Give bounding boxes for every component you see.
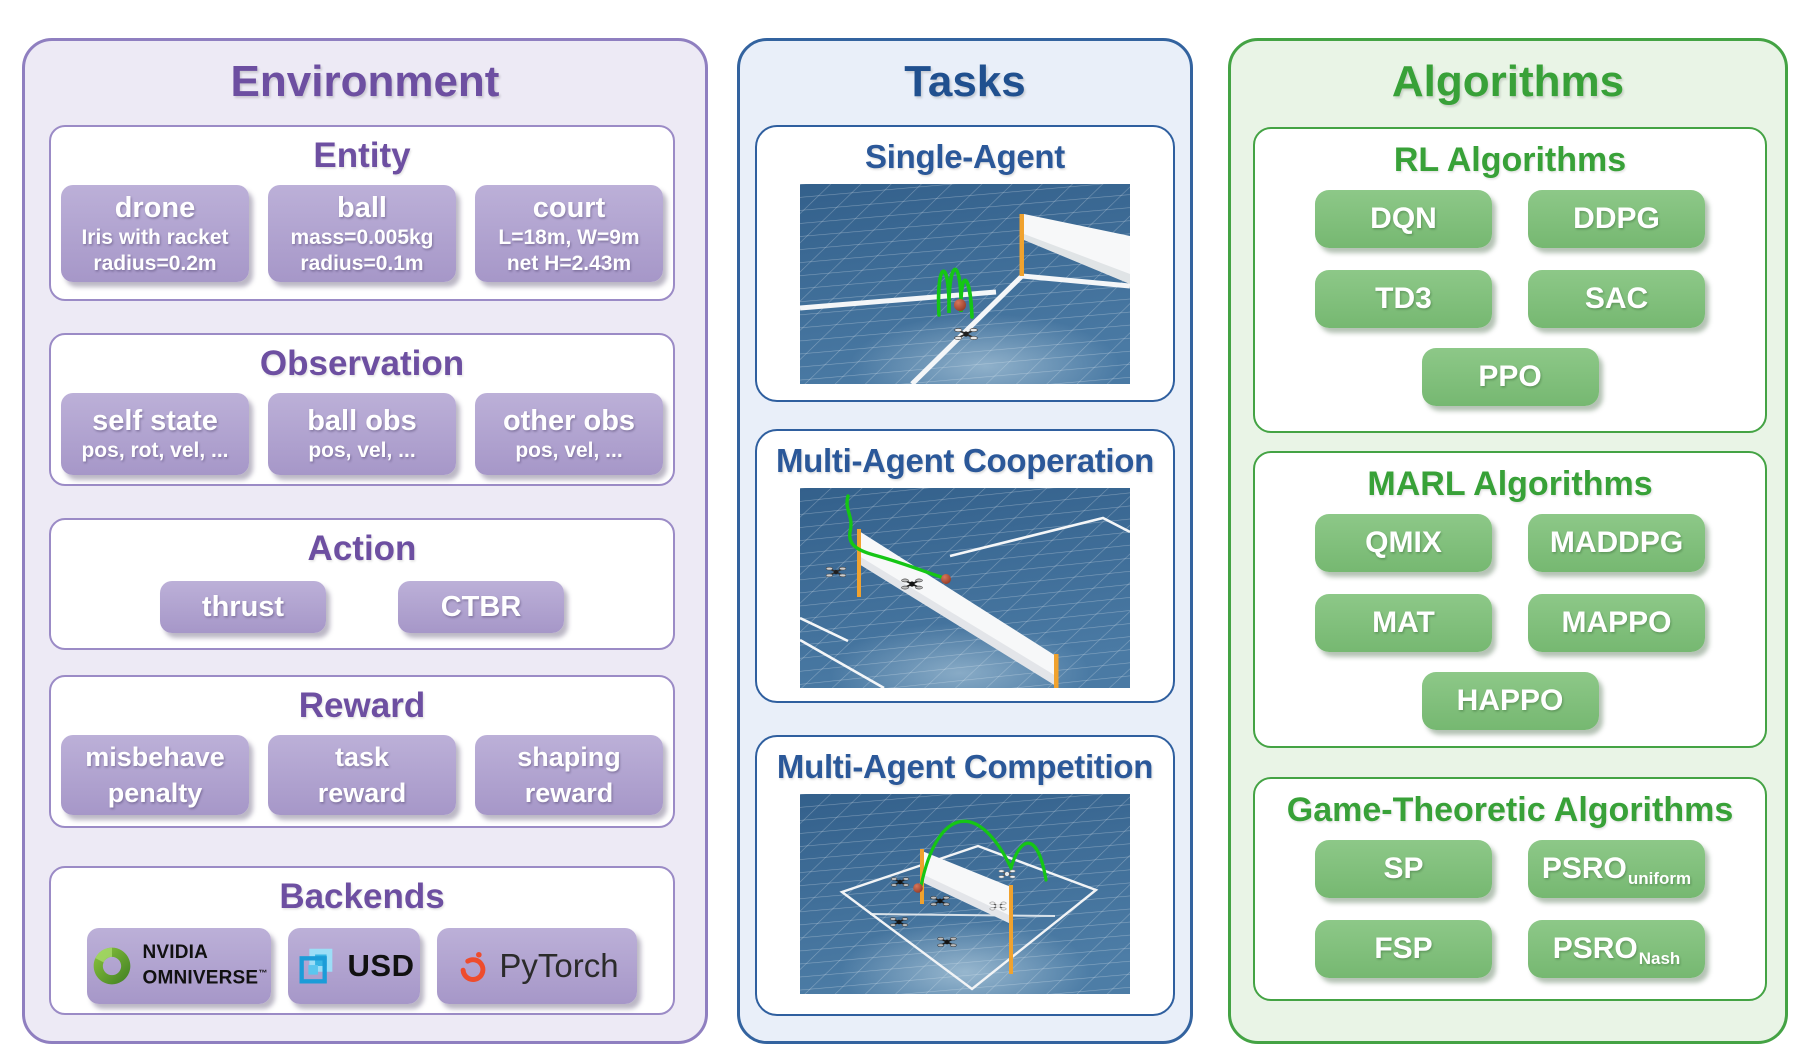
- nvidia-omniverse-icon: [94, 947, 131, 985]
- ball: [954, 299, 966, 311]
- observation-chip-other-obs: other obs pos, vel, ...: [475, 393, 663, 475]
- ball: [941, 574, 951, 584]
- backends-section-title: Backends: [279, 877, 445, 916]
- drone-icon: [937, 937, 957, 947]
- action-chip-row: thrust CTBR: [51, 581, 673, 633]
- multi-agent-competition-scene: [800, 794, 1130, 994]
- algo-chip-happo: HAPPO: [1421, 672, 1599, 730]
- action-chip-ctbr: CTBR: [398, 581, 564, 633]
- algo-chip-fsp: FSP: [1315, 920, 1492, 978]
- court-line: [869, 913, 1056, 917]
- action-section-title: Action: [307, 529, 417, 568]
- task-card-multi-agent-cooperation: Multi-Agent Cooperation: [755, 429, 1175, 703]
- entity-chip-drone: drone Iris with racket radius=0.2m: [61, 185, 249, 282]
- drone-icon: [825, 566, 847, 578]
- environment-panel: Environment Entity drone Iris with racke…: [22, 38, 708, 1044]
- action-chip-thrust: thrust: [160, 581, 326, 633]
- task-card-multi-agent-competition: Multi-Agent Competition: [755, 735, 1175, 1016]
- net: [859, 531, 1056, 686]
- algo-chip-mappo: MAPPO: [1528, 594, 1705, 652]
- drone-icon: [998, 869, 1016, 879]
- entity-chip-ball: ball mass=0.005kg radius=0.1m: [268, 185, 456, 282]
- marl-algorithms-title: MARL Algorithms: [1367, 465, 1653, 503]
- reward-chip-shaping-reward: shaping reward: [475, 735, 663, 815]
- drone-icon: [901, 578, 923, 590]
- usd-icon: [299, 948, 332, 984]
- game-theoretic-algorithms-title: Game-Theoretic Algorithms: [1286, 791, 1734, 829]
- backends-section: Backends NVIDIA OMNIVERSE™: [49, 866, 675, 1015]
- tasks-panel: Tasks Single-Agent: [737, 38, 1193, 1044]
- task-title-single-agent: Single-Agent: [865, 138, 1065, 175]
- task-title-multi-agent-competition: Multi-Agent Competition: [776, 748, 1154, 785]
- rl-algorithms-title: RL Algorithms: [1393, 141, 1627, 179]
- reward-chip-misbehave-penalty: misbehave penalty: [61, 735, 249, 815]
- net-post: [1054, 654, 1059, 688]
- usd-logo: USD: [288, 928, 420, 1004]
- nvidia-omniverse-logo: NVIDIA OMNIVERSE™: [87, 928, 271, 1004]
- reward-chip-task-reward: task reward: [268, 735, 456, 815]
- algo-chip-maddpg: MADDPG: [1528, 514, 1705, 572]
- task-title-multi-agent-cooperation: Multi-Agent Cooperation: [775, 442, 1155, 479]
- pytorch-text: PyTorch: [499, 947, 619, 984]
- observation-chip-ball-obs: ball obs pos, vel, ...: [268, 393, 456, 475]
- entity-chip-court: court L=18m, W=9m net H=2.43m: [475, 185, 663, 282]
- net: [922, 851, 1011, 924]
- marl-algorithms-section: MARL Algorithms QMIX MADDPG MAT MAPPO HA…: [1253, 451, 1767, 748]
- multi-agent-cooperation-scene: [800, 488, 1130, 688]
- reward-section: Reward misbehave penalty task reward sha…: [49, 675, 675, 828]
- algorithms-panel: Algorithms RL Algorithms DQN DDPG TD3 SA…: [1228, 38, 1788, 1044]
- drone-icon: [989, 901, 1007, 911]
- net-post: [1019, 214, 1024, 276]
- court-line: [800, 289, 997, 311]
- rl-algorithms-section: RL Algorithms DQN DDPG TD3 SAC PPO: [1253, 127, 1767, 433]
- algo-chip-ddpg: DDPG: [1528, 190, 1705, 248]
- algo-chip-ppo: PPO: [1421, 348, 1599, 406]
- algorithms-panel-title: Algorithms: [1391, 57, 1625, 106]
- algo-chip-td3: TD3: [1315, 270, 1492, 328]
- drone-icon: [889, 917, 909, 927]
- pytorch-logo: PyTorch: [437, 928, 637, 1004]
- entity-section-title: Entity: [313, 136, 411, 175]
- court-line: [800, 616, 885, 688]
- reward-chip-row: misbehave penalty task reward shaping re…: [51, 735, 673, 815]
- trajectory: [845, 494, 943, 579]
- nvidia-omniverse-text: NVIDIA OMNIVERSE™: [142, 942, 268, 989]
- observation-chip-row: self state pos, rot, vel, ... ball obs p…: [51, 393, 673, 475]
- drone-icon: [890, 877, 910, 887]
- tasks-panel-title: Tasks: [904, 57, 1026, 106]
- net-post: [1009, 885, 1013, 974]
- entity-section: Entity drone Iris with racket radius=0.2…: [49, 125, 675, 301]
- task-card-single-agent: Single-Agent: [755, 125, 1175, 402]
- usd-text: USD: [347, 948, 415, 983]
- observation-section-title: Observation: [259, 344, 465, 383]
- trajectory: [936, 267, 974, 319]
- algo-chip-sp: SP: [1315, 840, 1492, 898]
- observation-chip-self-state: self state pos, rot, vel, ...: [61, 393, 249, 475]
- trajectory: [919, 819, 1048, 888]
- algo-chip-mat: MAT: [1315, 594, 1492, 652]
- drone-icon: [954, 328, 978, 340]
- action-section: Action thrust CTBR: [49, 518, 675, 650]
- algo-chip-dqn: DQN: [1315, 190, 1492, 248]
- environment-panel-title: Environment: [230, 57, 500, 106]
- observation-section: Observation self state pos, rot, vel, ..…: [49, 333, 675, 486]
- single-agent-scene: [800, 184, 1130, 384]
- court-line: [949, 516, 1130, 558]
- backends-logo-row: NVIDIA OMNIVERSE™ USD: [51, 928, 673, 1004]
- net-post: [857, 529, 861, 597]
- entity-chip-row: drone Iris with racket radius=0.2m ball …: [51, 185, 673, 282]
- pytorch-icon: [461, 951, 486, 982]
- drone-icon: [930, 896, 950, 906]
- reward-section-title: Reward: [298, 686, 426, 725]
- algo-chip-qmix: QMIX: [1315, 514, 1492, 572]
- algo-chip-sac: SAC: [1528, 270, 1705, 328]
- ball: [913, 883, 923, 893]
